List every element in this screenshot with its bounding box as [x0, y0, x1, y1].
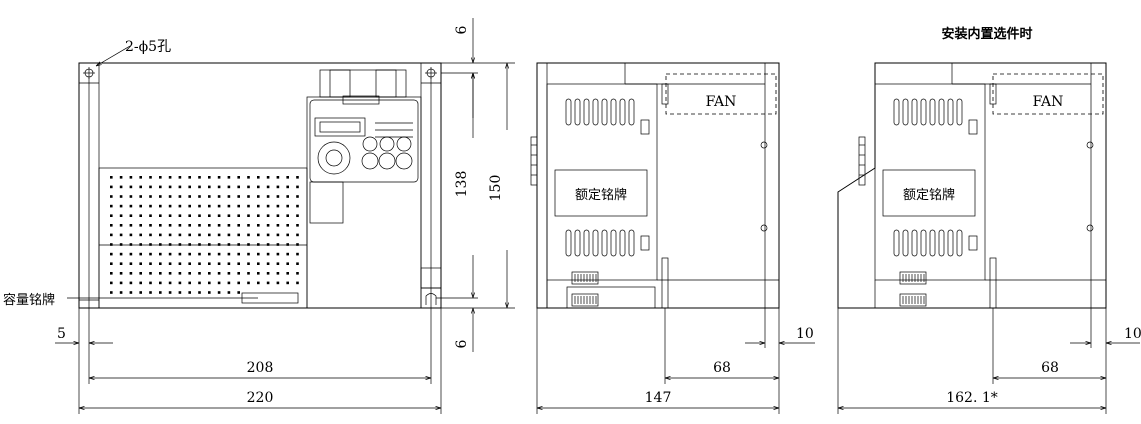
dim-hole-pitch: 208 — [247, 360, 274, 376]
vertical-dimensions: 6 138 150 6 — [436, 18, 515, 352]
terminal-cover — [309, 181, 344, 224]
side-view-1-dimensions: 10 68 147 — [536, 308, 815, 414]
side-view-with-option: FAN 额定铭牌 — [837, 62, 1107, 309]
horizontal-dimensions: 5 208 220 — [55, 78, 442, 414]
vent-panel — [98, 167, 308, 309]
vent-slots — [893, 98, 963, 126]
fan-outline — [992, 73, 1104, 115]
panel-button-icon — [396, 136, 412, 152]
rating-plate-box — [554, 169, 648, 217]
capacity-plate-label: 容量铭牌 — [3, 292, 55, 308]
mounting-hole-icon — [83, 67, 95, 79]
dim-bottom-margin: 6 — [454, 339, 470, 348]
panel-button-icon — [379, 136, 395, 152]
vent-slots — [893, 229, 963, 257]
dim-hole-offset: 5 — [57, 326, 66, 342]
dim-total-width: 220 — [247, 390, 274, 406]
display-window — [314, 117, 366, 137]
vent-slots — [565, 229, 635, 257]
setting-dial-icon — [317, 141, 351, 175]
vent-holes — [110, 176, 299, 294]
dim-side-depth-1: 147 — [645, 390, 672, 406]
dim-total-height: 150 — [488, 175, 504, 202]
control-unit — [306, 69, 442, 309]
rating-plate-box — [882, 169, 976, 217]
option-view-title: 安装内置选件时 — [941, 26, 1032, 42]
fan-label: FAN — [1033, 94, 1064, 110]
panel-button-icon — [395, 152, 413, 170]
hole-note-label: 2-ϕ5孔 — [125, 39, 171, 55]
dim-top-margin: 6 — [454, 25, 470, 34]
panel-button-icon — [362, 136, 378, 152]
dim-side-partial-2: 68 — [1041, 360, 1059, 376]
bottom-connector — [899, 271, 927, 307]
vent-slots — [565, 98, 635, 126]
fan-label: FAN — [706, 94, 737, 110]
dim-side-offset-1: 10 — [796, 326, 814, 342]
side-view-2-dimensions: 10 68 162. 1* — [837, 308, 1141, 414]
mounting-hole-icon — [425, 67, 437, 79]
dim-inner-height: 138 — [454, 171, 470, 198]
rating-plate-label: 额定铭牌 — [903, 187, 955, 203]
bottom-connector — [571, 271, 599, 307]
panel-button-icon — [361, 152, 379, 170]
panel-button-icon — [378, 152, 396, 170]
dim-side-offset-2: 10 — [1124, 326, 1141, 342]
side-view-standard: FAN 额定铭牌 — [530, 62, 780, 309]
fan-outline — [665, 73, 777, 115]
rating-plate-label: 额定铭牌 — [575, 187, 627, 203]
dim-side-depth-2: 162. 1* — [946, 390, 998, 406]
front-view: 2-ϕ5孔 容量铭牌 — [3, 39, 442, 309]
dim-side-partial-1: 68 — [713, 360, 731, 376]
